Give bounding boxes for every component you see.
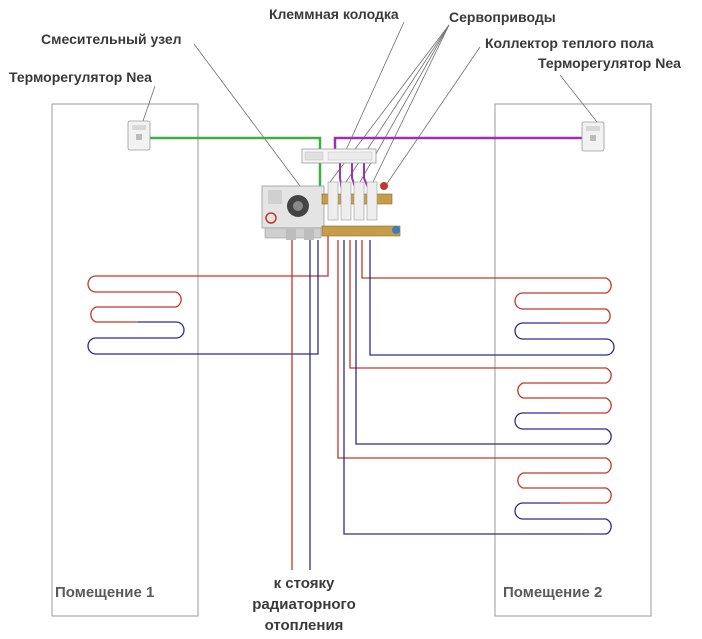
room-2-heating-loop-a [361,240,615,356]
label-riser-line3: отопления [265,617,344,634]
room-1-heating-loop [87,230,329,355]
label-mixing-unit: Смесительный узел [41,31,182,47]
label-floor-collector: Коллектор теплого пола [485,35,654,51]
label-thermostat-right: Терморегулятор Nea [538,55,681,71]
room-2-heating-loop-c [337,240,612,535]
label-room-2: Помещение 2 [503,584,602,601]
collector-icon [321,181,401,237]
label-room-1: Помещение 1 [55,584,154,601]
room-2-heating-loop-b [349,240,612,445]
label-terminal-block: Клеммная колодка [269,6,399,22]
label-riser-line1: к стояку [274,575,335,592]
thermostat-wire-right [333,136,582,150]
leader-lines [142,21,598,189]
terminal-block-icon [301,148,377,164]
room-1-outline [51,103,199,617]
label-servo-drives: Сервоприводы [449,9,556,25]
mixing-unit-icon [261,185,325,240]
thermostat-right-icon [581,121,605,152]
room-2-outline [494,103,652,617]
thermostat-left-icon [127,120,151,151]
label-thermostat-left: Терморегулятор Nea [9,69,152,85]
label-riser-line2: радиаторного [252,596,356,613]
